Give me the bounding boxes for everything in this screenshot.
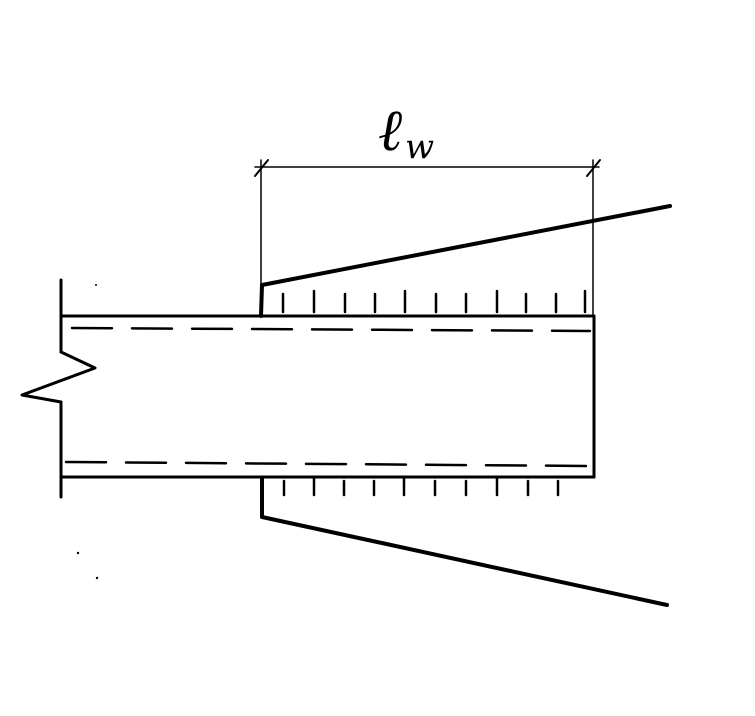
- connecting-plates: [259, 204, 672, 607]
- speck-mark: [95, 576, 99, 580]
- upper-plate-outline: [259, 204, 672, 318]
- hidden-line-lower: [64, 460, 590, 468]
- dimension-tick-right: [586, 159, 601, 177]
- main-member: [20, 278, 596, 499]
- lower-fillet-weld: [282, 476, 560, 497]
- lower-plate-outline: [260, 477, 669, 607]
- hidden-line-upper: [70, 326, 592, 333]
- break-line-symbol: [20, 350, 97, 404]
- dimension-tick-left: [254, 159, 269, 177]
- weld-length-dimension: ℓ w: [254, 96, 601, 317]
- speck-mark: [95, 284, 97, 286]
- weld-length-label: ℓ: [378, 96, 402, 164]
- upper-fillet-weld: [281, 289, 587, 314]
- speck-mark: [76, 551, 80, 555]
- weld-length-subscript: w: [405, 127, 434, 167]
